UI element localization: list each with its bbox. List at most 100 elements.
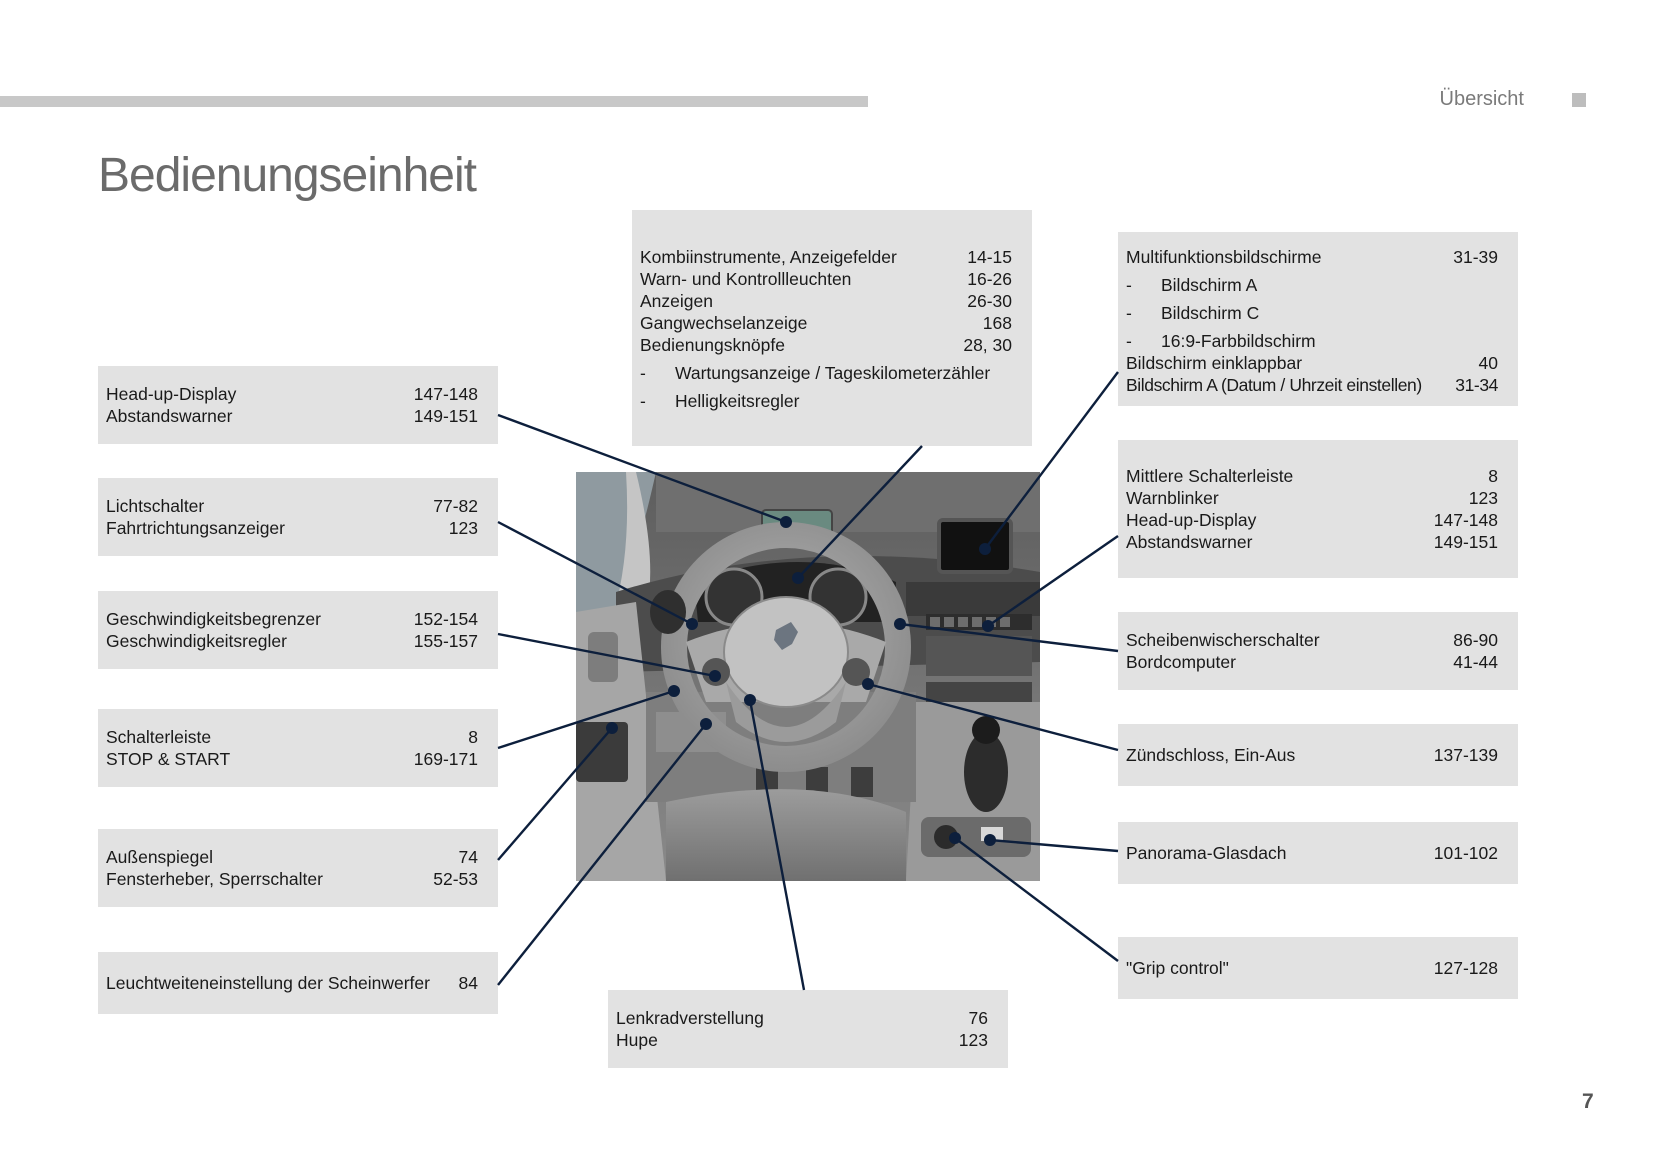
item-label: Bildschirm einklappbar <box>1126 353 1303 373</box>
box-instrument-cluster: Kombiinstrumente, Anzeigefelder 14-15 War… <box>632 210 1032 446</box>
box-row: Head-up-Display 147-148 <box>1126 509 1498 531</box>
box-row: Lichtschalter 77-82 <box>106 495 478 517</box>
box-grip-control: "Grip control" 127-128 <box>1118 937 1518 999</box>
sub-item: -Wartungsanzeige / Tageskilometerzähler <box>640 362 1012 384</box>
page-ref: 169-171 <box>413 749 478 769</box>
box-panorama-roof: Panorama-Glasdach 101-102 <box>1118 822 1518 884</box>
item-label: Lenkradverstellung <box>616 1008 764 1028</box>
page-ref: 74 <box>458 847 478 867</box>
box-row: STOP & START 169-171 <box>106 748 478 770</box>
box-row: Außenspiegel 74 <box>106 846 478 868</box>
section-label: Übersicht <box>1439 88 1524 110</box>
box-mirrors: Außenspiegel 74 Fensterheber, Sperrschalt… <box>98 829 498 907</box>
page-ref: 123 <box>448 518 478 538</box>
bullet-dash: - <box>640 391 646 411</box>
item-label: Abstandswarner <box>106 406 233 426</box>
box-row: Geschwindigkeitsregler 155-157 <box>106 630 478 652</box>
box-row: Bedienungsknöpfe 28, 30 <box>640 334 1012 356</box>
item-label: Gangwechselanzeige <box>640 313 808 333</box>
box-row: Warn- und Kontrollleuchten 16-26 <box>640 268 1012 290</box>
page-title: Bedienungseinheit <box>98 149 477 202</box>
page-ref: 149-151 <box>413 406 478 426</box>
item-label: Anzeigen <box>640 291 713 311</box>
box-row: Gangwechselanzeige 168 <box>640 312 1012 334</box>
box-row: Abstandswarner 149-151 <box>106 405 478 427</box>
bullet-dash: - <box>1126 303 1132 323</box>
item-label: Geschwindigkeitsregler <box>106 631 287 651</box>
section-marker-icon <box>1572 93 1586 107</box>
item-label: Warnblinker <box>1126 488 1219 508</box>
sub-item-label: Bildschirm C <box>1161 303 1260 323</box>
page-ref: 76 <box>968 1008 988 1028</box>
page-ref: 123 <box>958 1030 988 1050</box>
car-interior-icon <box>576 472 1040 881</box>
item-label: Schalterleiste <box>106 727 212 747</box>
box-speed-limiter: Geschwindigkeitsbegrenzer 152-154 Geschwi… <box>98 591 498 669</box>
item-label: Scheibenwischerschalter <box>1126 630 1320 650</box>
box-light-switch: Lichtschalter 77-82 Fahrtrichtungsanzeige… <box>98 478 498 556</box>
item-label: Multifunktionsbildschirme <box>1126 247 1322 267</box>
box-row: Hupe 123 <box>616 1029 988 1051</box>
page-ref: 127-128 <box>1433 958 1498 978</box>
item-label: Bordcomputer <box>1126 652 1236 672</box>
sub-item: - Bildschirm A <box>1126 274 1498 296</box>
item-label: STOP & START <box>106 749 231 769</box>
item-label: Lichtschalter <box>106 496 205 516</box>
item-label: Kombiinstrumente, Anzeigefelder <box>640 247 897 267</box>
box-row: Lenkradverstellung 76 <box>616 1007 988 1029</box>
item-label: Hupe <box>616 1030 658 1050</box>
box-row: Bordcomputer 41-44 <box>1126 651 1498 673</box>
page-ref: 31-34 <box>1455 375 1498 395</box>
page-ref: 168 <box>982 313 1012 333</box>
box-row: "Grip control" 127-128 <box>1126 957 1498 979</box>
item-label: Außenspiegel <box>106 847 214 867</box>
page-ref: 147-148 <box>1433 510 1498 530</box>
bullet-dash: - <box>1126 331 1132 351</box>
header-rule <box>0 96 868 107</box>
item-label: Head-up-Display <box>1126 510 1257 530</box>
bullet-dash: - <box>640 363 646 383</box>
page-ref: 8 <box>468 727 478 747</box>
item-label: Bedienungsknöpfe <box>640 335 785 355</box>
sub-item: - Bildschirm C <box>1126 302 1498 324</box>
page-ref: 155-157 <box>413 631 478 651</box>
page-number: 7 <box>1582 1090 1594 1113</box>
item-label: Fensterheber, Sperrschalter <box>106 869 323 889</box>
page-ref: 152-154 <box>413 609 478 629</box>
box-row: Leuchtweiteneinstellung der Scheinwerfer… <box>106 972 478 994</box>
item-label: Head-up-Display <box>106 384 237 404</box>
box-row: Schalterleiste 8 <box>106 726 478 748</box>
page-ref: 147-148 <box>413 384 478 404</box>
item-label: "Grip control" <box>1126 958 1229 978</box>
item-label: Leuchtweiteneinstellung der Scheinwerfer <box>106 973 430 993</box>
item-label: Geschwindigkeitsbegrenzer <box>106 609 321 629</box>
box-headlamp-adjust: Leuchtweiteneinstellung der Scheinwerfer… <box>98 952 498 1014</box>
sub-item-label: Bildschirm A <box>1161 275 1258 295</box>
box-switch-panel: Schalterleiste 8 STOP & START 169-171 <box>98 709 498 787</box>
page-ref: 77-82 <box>433 496 478 516</box>
dashboard-illustration <box>576 472 1040 881</box>
page-ref: 41-44 <box>1453 652 1498 672</box>
box-row: Fensterheber, Sperrschalter 52-53 <box>106 868 478 890</box>
item-label: Panorama-Glasdach <box>1126 843 1287 863</box>
item-label: Warn- und Kontrollleuchten <box>640 269 852 289</box>
page-ref: 26-30 <box>967 291 1012 311</box>
page-ref: 31-39 <box>1453 247 1498 267</box>
page-ref: 16-26 <box>967 269 1012 289</box>
bullet-dash: - <box>1126 275 1132 295</box>
page-ref: 28, 30 <box>963 335 1012 355</box>
page-ref: 14-15 <box>967 247 1012 267</box>
sub-item-label: 16:9-Farbbildschirm <box>1161 331 1316 351</box>
box-row: Bildschirm A (Datum / Uhrzeit einstellen… <box>1126 374 1498 396</box>
item-label: Fahrtrichtungsanzeiger <box>106 518 285 538</box>
page-ref: 52-53 <box>433 869 478 889</box>
page-ref: 8 <box>1488 466 1498 486</box>
page-ref: 101-102 <box>1433 843 1498 863</box>
